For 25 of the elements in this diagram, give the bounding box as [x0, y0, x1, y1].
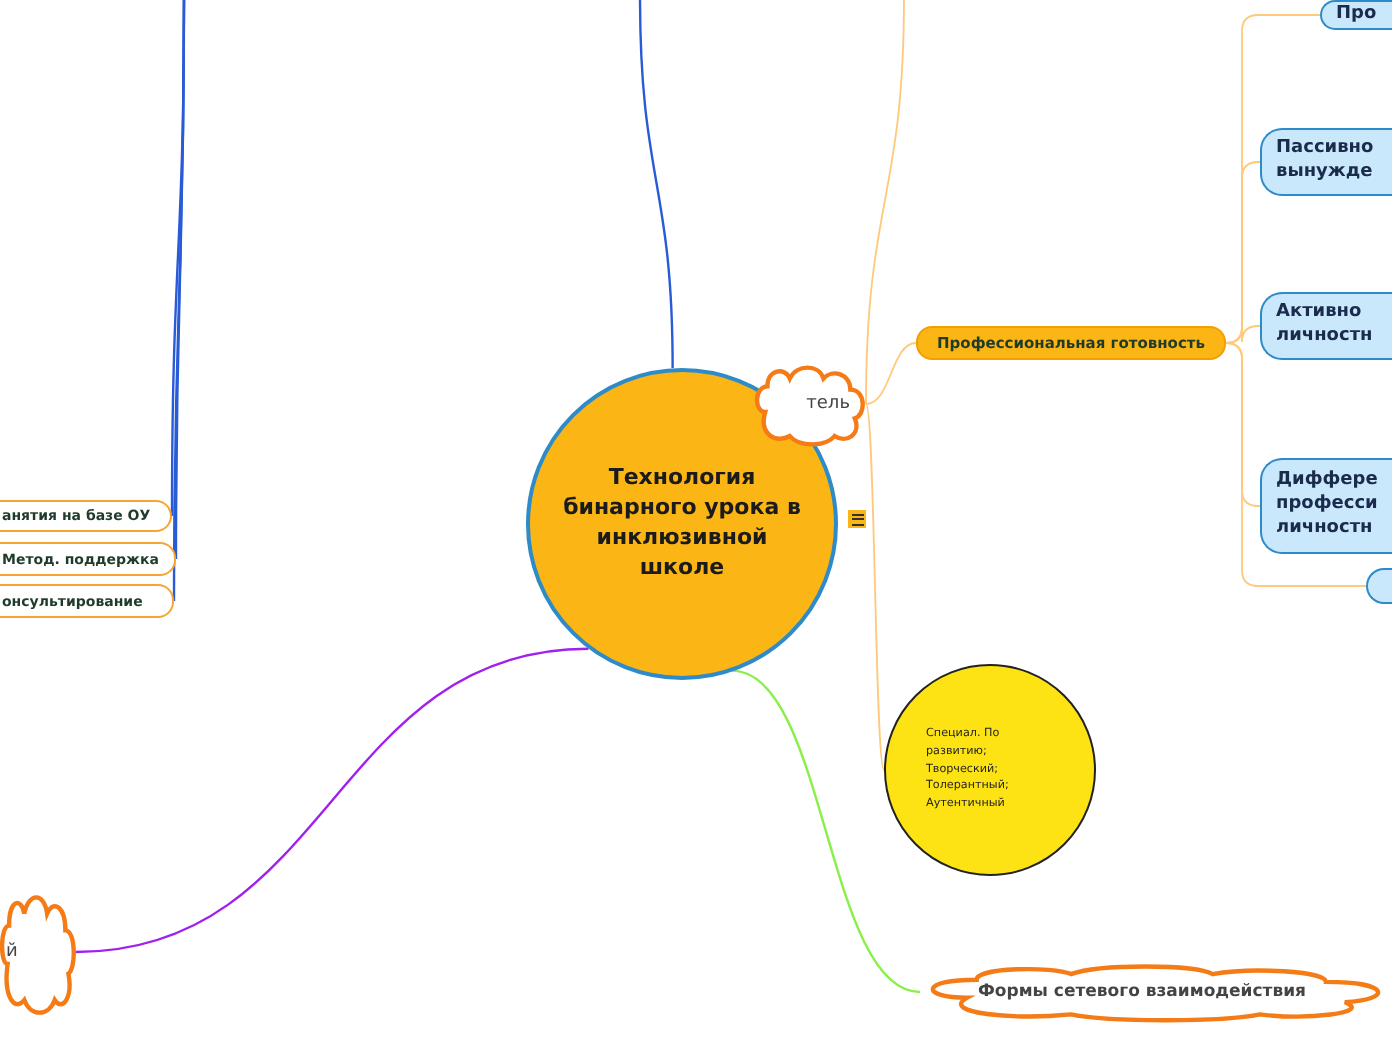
node-text: Про — [1336, 3, 1377, 27]
node-text: й — [4, 942, 18, 962]
connector-line — [638, 0, 674, 368]
connector-line — [865, 342, 917, 405]
connector-line — [75, 647, 589, 954]
connector-line — [731, 669, 921, 994]
topic-box — [0, 584, 174, 618]
node-text: Активно личностн — [1276, 302, 1375, 350]
subtopic-box — [1260, 458, 1392, 554]
topic-box — [0, 500, 172, 532]
topic-box — [0, 542, 176, 576]
node-text: Пассивно вынужде — [1276, 138, 1376, 186]
topic-box — [916, 326, 1226, 360]
connector-line — [865, 403, 885, 771]
subtopic-box — [1366, 568, 1392, 604]
subtopic-box — [1320, 0, 1392, 30]
connector-line — [865, 0, 905, 405]
connector-line — [1225, 325, 1261, 344]
subtopic-box — [1260, 292, 1392, 360]
node-text: Диффере професси личностн — [1276, 470, 1380, 542]
node-text: Формы сетевого взаимодействия — [977, 982, 1309, 1002]
connector-line — [1225, 342, 1367, 587]
node-text: Технология бинарного урока в инклюзивной школе — [561, 464, 803, 584]
node-text: тель — [806, 394, 852, 414]
subtopic-box — [1260, 128, 1392, 196]
